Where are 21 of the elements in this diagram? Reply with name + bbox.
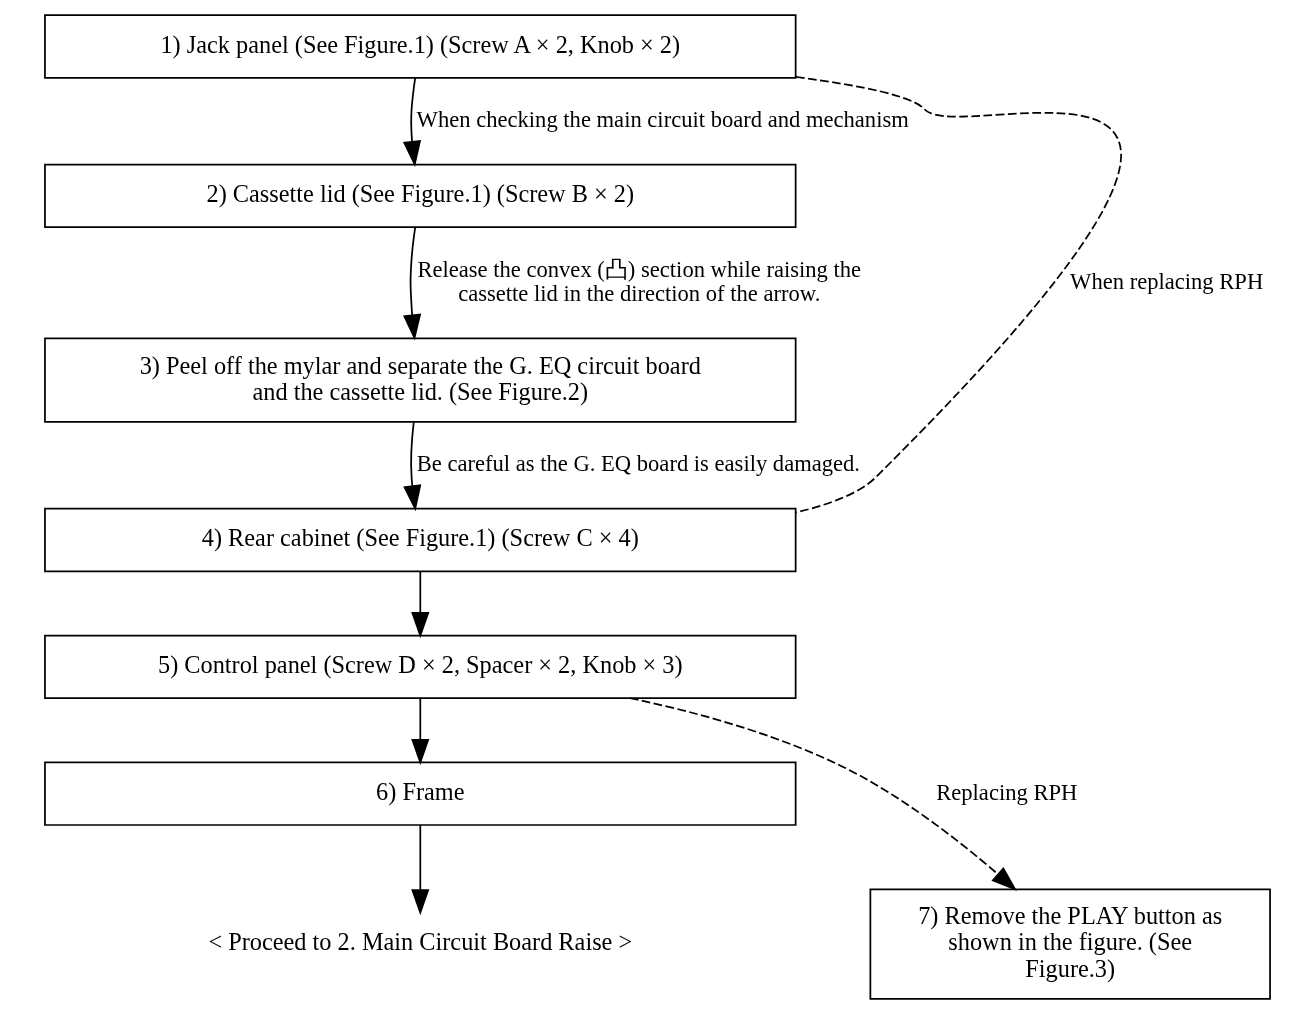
edge-label: When replacing RPH [1069, 268, 1263, 294]
node-box: 5) Control panel (Screw D × 2, Spacer × 2, Knob × 3) [43, 634, 796, 699]
node-box: 1) Jack panel (See Figure.1) (Screw A × 2, Knob × 2) [43, 14, 796, 79]
arrow [628, 697, 1017, 891]
node-box: 2) Cassette lid (See Figure.1) (Screw B × 2) [43, 163, 796, 229]
arrow [402, 421, 421, 512]
node-box: 7) Remove the PLAY button as shown in the figure. (See Figure.3) [869, 888, 1271, 1000]
node-box: 3) Peel off the mylar and separate the G. EQ circuit board and the cassette lid. (See Figure.2) [43, 337, 796, 423]
edge-label: When checking the main circuit board and mechanism [416, 107, 909, 133]
connector [794, 76, 1120, 514]
edge-label: Replacing RPH [935, 779, 1077, 805]
node-text: < Proceed to 2. Main Circuit Board Raise > [207, 928, 632, 956]
arrow [410, 697, 429, 766]
edge-label: Be careful as the G. EQ board is easily damaged. [416, 451, 860, 477]
arrow [410, 824, 429, 916]
arrow [402, 226, 421, 341]
node-box: 4) Rear cabinet (See Figure.1) (Screw C × 4) [43, 507, 796, 573]
arrow [410, 570, 429, 639]
node-box: 6) Frame [43, 761, 796, 826]
edge-label: Release the convex (凸) section while raising the cassette lid in the direction of the arrow. [416, 256, 861, 306]
arrow [402, 76, 421, 167]
